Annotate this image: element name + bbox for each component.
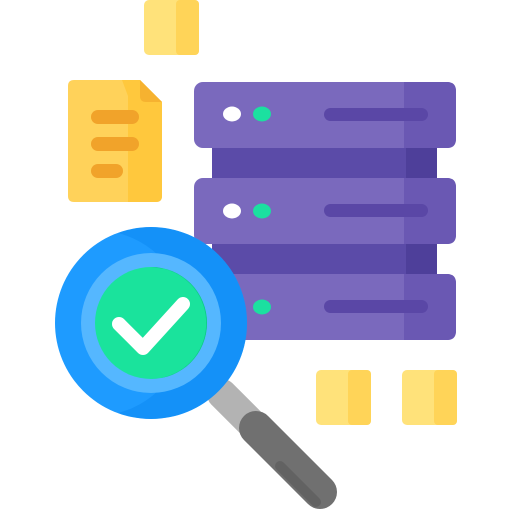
status-led-white [223,203,241,219]
data-block-icon [402,370,457,425]
server-unit [194,274,456,340]
status-led-green [253,106,271,122]
server-rack-icon [194,82,456,340]
server-connector [212,145,437,181]
drive-slot [324,300,428,313]
server-unit [194,178,456,244]
drive-slot [324,204,428,217]
document-line [91,110,139,124]
check-icon [112,297,190,355]
status-led-green [253,203,271,219]
drive-slot [324,108,428,121]
server-unit [194,82,456,148]
document-icon [68,80,162,202]
data-block-icon [144,0,199,55]
status-led-green [253,299,271,315]
document-line [91,164,123,178]
document-line [91,137,139,151]
data-block-icon [316,370,371,425]
magnifier-handle [207,379,337,509]
server-connector [212,241,437,277]
verified-badge [95,267,207,379]
magnifier-icon [55,227,337,509]
status-led-white [223,106,241,122]
